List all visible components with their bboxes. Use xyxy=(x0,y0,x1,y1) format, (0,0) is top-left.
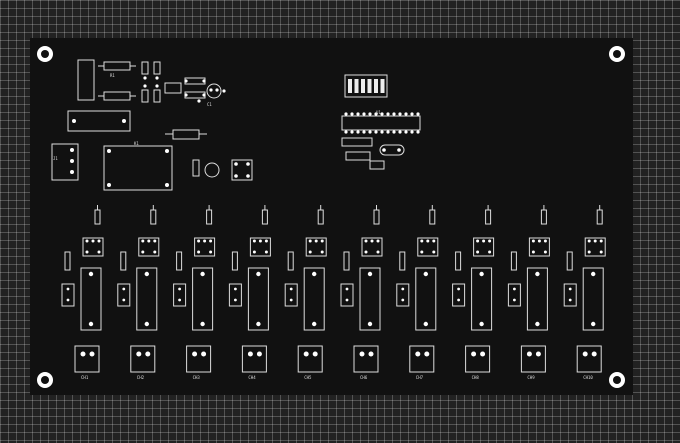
channel-3-pads xyxy=(178,239,213,357)
component-u2[interactable] xyxy=(67,110,131,132)
channel-6[interactable] xyxy=(340,205,383,373)
mounting-hole-top-right[interactable] xyxy=(609,46,625,62)
dip-switch-keys xyxy=(348,79,385,93)
ic-u1-pins xyxy=(344,112,420,134)
channel-10-pads xyxy=(568,239,603,357)
label-r1: R1 xyxy=(110,73,115,78)
channel-7[interactable] xyxy=(396,205,439,373)
label-c1: C1 xyxy=(207,102,212,107)
channel-5-label: CH5 xyxy=(304,375,312,380)
channel-4[interactable] xyxy=(228,205,271,373)
channel-4-pads xyxy=(234,239,268,357)
channel-3-label: CH3 xyxy=(193,375,201,380)
channel-9[interactable] xyxy=(507,205,550,373)
channel-8-pads xyxy=(457,239,492,357)
channel-1-pads xyxy=(66,239,101,357)
channel-7-label: CH7 xyxy=(416,375,424,380)
relay-k1[interactable] xyxy=(103,145,173,191)
component-d1[interactable] xyxy=(192,159,253,181)
crystal-y1[interactable] xyxy=(341,137,405,170)
dip-switch-sw1[interactable] xyxy=(344,74,388,98)
channel-2-pads xyxy=(122,239,157,357)
component-r1[interactable] xyxy=(77,59,136,101)
channel-9-pads xyxy=(513,239,547,357)
channel-8-label: CH8 xyxy=(472,375,480,380)
label-k1: K1 xyxy=(134,141,139,146)
ic-u1[interactable] xyxy=(341,115,421,131)
connector-j1[interactable] xyxy=(51,143,79,181)
label-u1: U1 xyxy=(376,110,381,115)
component-small-parts[interactable] xyxy=(141,61,222,103)
channel-2[interactable] xyxy=(117,205,160,373)
channel-6-pads xyxy=(345,239,380,357)
channel-1[interactable] xyxy=(61,205,104,373)
mounting-hole-top-left[interactable] xyxy=(37,46,53,62)
channel-10[interactable] xyxy=(563,205,606,373)
mounting-hole-bottom-right[interactable] xyxy=(609,372,625,388)
channel-4-label: CH4 xyxy=(248,375,256,380)
channel-5-pads xyxy=(289,239,324,357)
component-r2[interactable] xyxy=(165,129,207,140)
pad-array-top xyxy=(143,76,226,103)
channel-2-label: CH2 xyxy=(137,375,145,380)
channel-10-label: CH10 xyxy=(583,375,593,380)
mounting-hole-bottom-left[interactable] xyxy=(37,372,53,388)
channel-7-pads xyxy=(401,239,436,357)
channel-3[interactable] xyxy=(173,205,216,373)
channel-8[interactable] xyxy=(452,205,495,373)
channel-5[interactable] xyxy=(284,205,327,373)
channel-9-label: CH9 xyxy=(527,375,535,380)
channel-1-label: CH1 xyxy=(81,375,89,380)
label-j1: J1 xyxy=(53,156,58,161)
channel-6-label: CH6 xyxy=(360,375,368,380)
